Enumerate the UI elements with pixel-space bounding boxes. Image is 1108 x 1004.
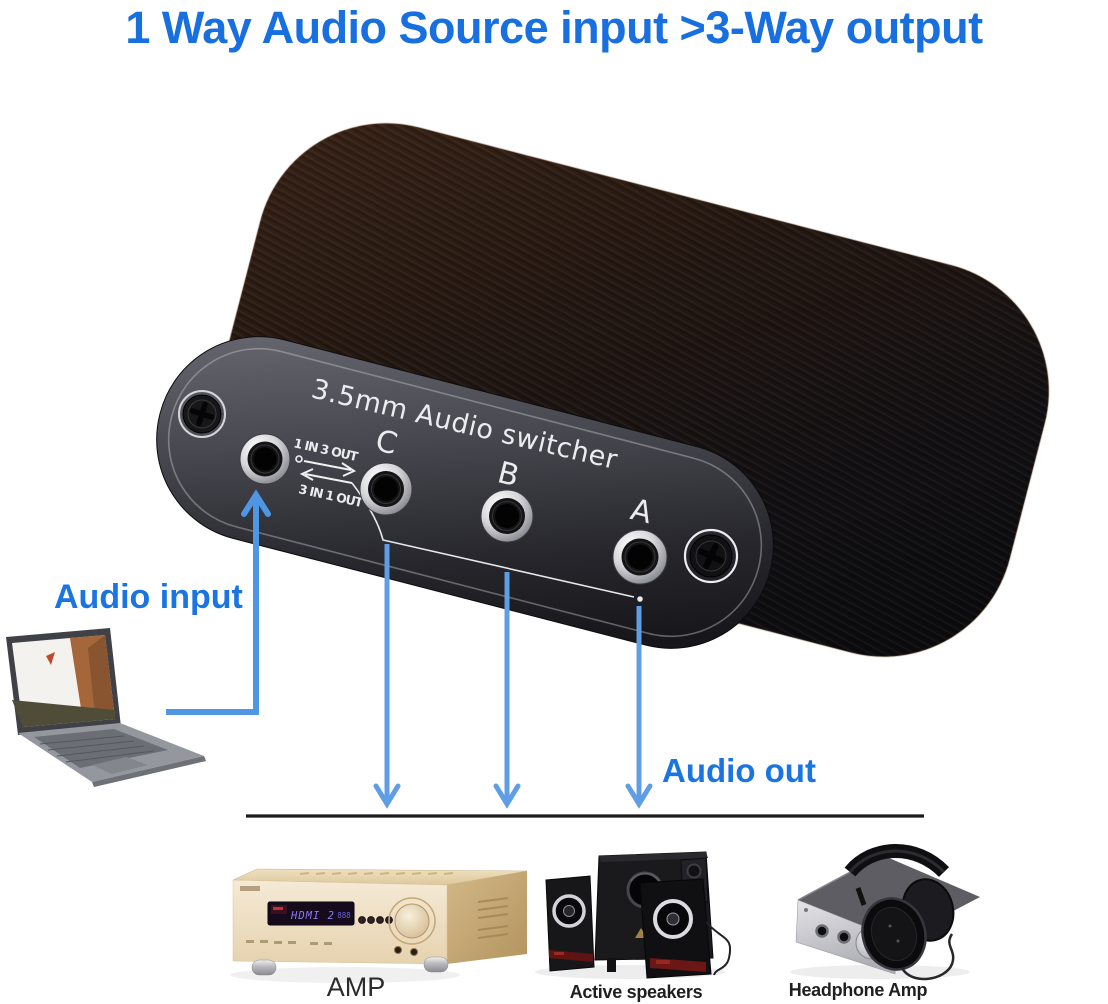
- laptop-image: [6, 628, 206, 787]
- audio-input-label: Audio input: [54, 578, 243, 616]
- headphones: [844, 844, 955, 981]
- output-device-label-amp: AMP: [326, 972, 386, 1002]
- audio-jack-b: [480, 489, 534, 543]
- amp-image: HDMI 2 888: [230, 868, 528, 983]
- audio-jack-a: [612, 529, 668, 585]
- input-arrowhead-icon: [241, 489, 271, 517]
- output-arrowhead-a-icon: [625, 783, 653, 809]
- audio-out-label: Audio out: [662, 752, 816, 789]
- output-arrowhead-c-icon: [373, 783, 401, 809]
- amp-brand-logo: [240, 886, 260, 891]
- amp-volume-knob: [394, 903, 430, 939]
- amp-display-text: HDMI 2: [290, 910, 335, 922]
- page-title: 1 Way Audio Source input >3-Way output: [125, 2, 983, 53]
- routing-arrow-forward: [303, 460, 352, 471]
- headphone-jack: [815, 924, 829, 938]
- output-device-label-headphone-amp: Headphone Amp: [788, 980, 928, 1000]
- active-speakers-image: [535, 851, 732, 979]
- input-connection-line: [166, 497, 259, 715]
- panel-groove: [167, 347, 763, 638]
- routing-node-icon: [295, 455, 303, 463]
- audio-jack-c: [359, 462, 413, 516]
- speaker-knob: [686, 863, 702, 879]
- output-device-label-speakers: Active speakers: [569, 982, 703, 1002]
- annotation-arrows: [166, 489, 653, 809]
- bus-endpoint-dot: [637, 596, 643, 602]
- headphone-cable: [900, 933, 955, 981]
- amp-display: [267, 901, 355, 926]
- screw-right-icon: [683, 528, 739, 584]
- output-bus-line: [351, 482, 635, 598]
- routing-arrow-forward-head-icon: [341, 462, 357, 477]
- routing-arrow-reverse-head-icon: [299, 468, 314, 481]
- routing-arrow-reverse: [304, 473, 353, 484]
- kitesurfer-figure: [46, 652, 55, 665]
- routing-diagram: [295, 455, 643, 602]
- audio-jack-input: [239, 433, 291, 485]
- audio-switcher-device: 3.5mm Audio switcher 1 IN 3 OUT 3 IN 1 O…: [156, 122, 1050, 658]
- screw-left-icon: [178, 390, 226, 438]
- amp-display-digits: 888: [337, 911, 351, 920]
- headphone-amp-image: [790, 844, 980, 981]
- output-arrowhead-b-icon: [493, 783, 521, 809]
- headphone-jack: [837, 930, 851, 944]
